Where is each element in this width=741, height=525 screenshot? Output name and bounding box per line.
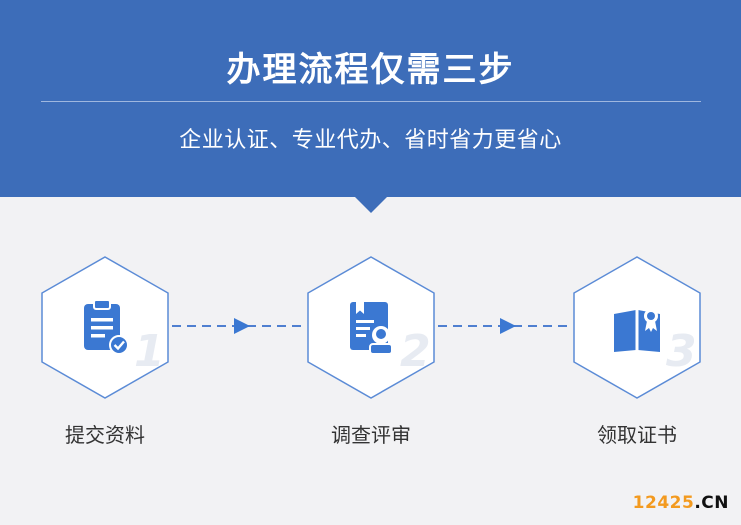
step-3: 3 [572,256,702,399]
certificate-book-icon [614,309,660,352]
document-person-icon [350,302,393,355]
watermark-number: 12425 [632,493,695,513]
header-banner: 办理流程仅需三步 企业认证、专业代办、省时省力更省心 [0,0,741,197]
step-number: 1 [134,326,165,377]
page-subtitle: 企业认证、专业代办、省时省力更省心 [179,128,562,153]
step-number: 2 [400,326,431,377]
step-3-label: 领取证书 [597,423,677,447]
step-2: 2 [306,256,436,399]
header-divider [41,101,701,102]
page-title: 办理流程仅需三步 [226,50,515,90]
clipboard-check-icon [84,299,129,355]
watermark-domain: .CN [694,493,729,513]
connector-arrow-2 [438,318,572,334]
connector-arrow-1 [172,318,306,334]
banner-pointer [354,196,388,213]
site-watermark: 12425.CN [633,493,729,513]
step-1: 1 [40,256,170,399]
step-number: 3 [666,326,697,377]
step-2-label: 调查评审 [331,423,411,447]
step-1-label: 提交资料 [65,423,145,447]
